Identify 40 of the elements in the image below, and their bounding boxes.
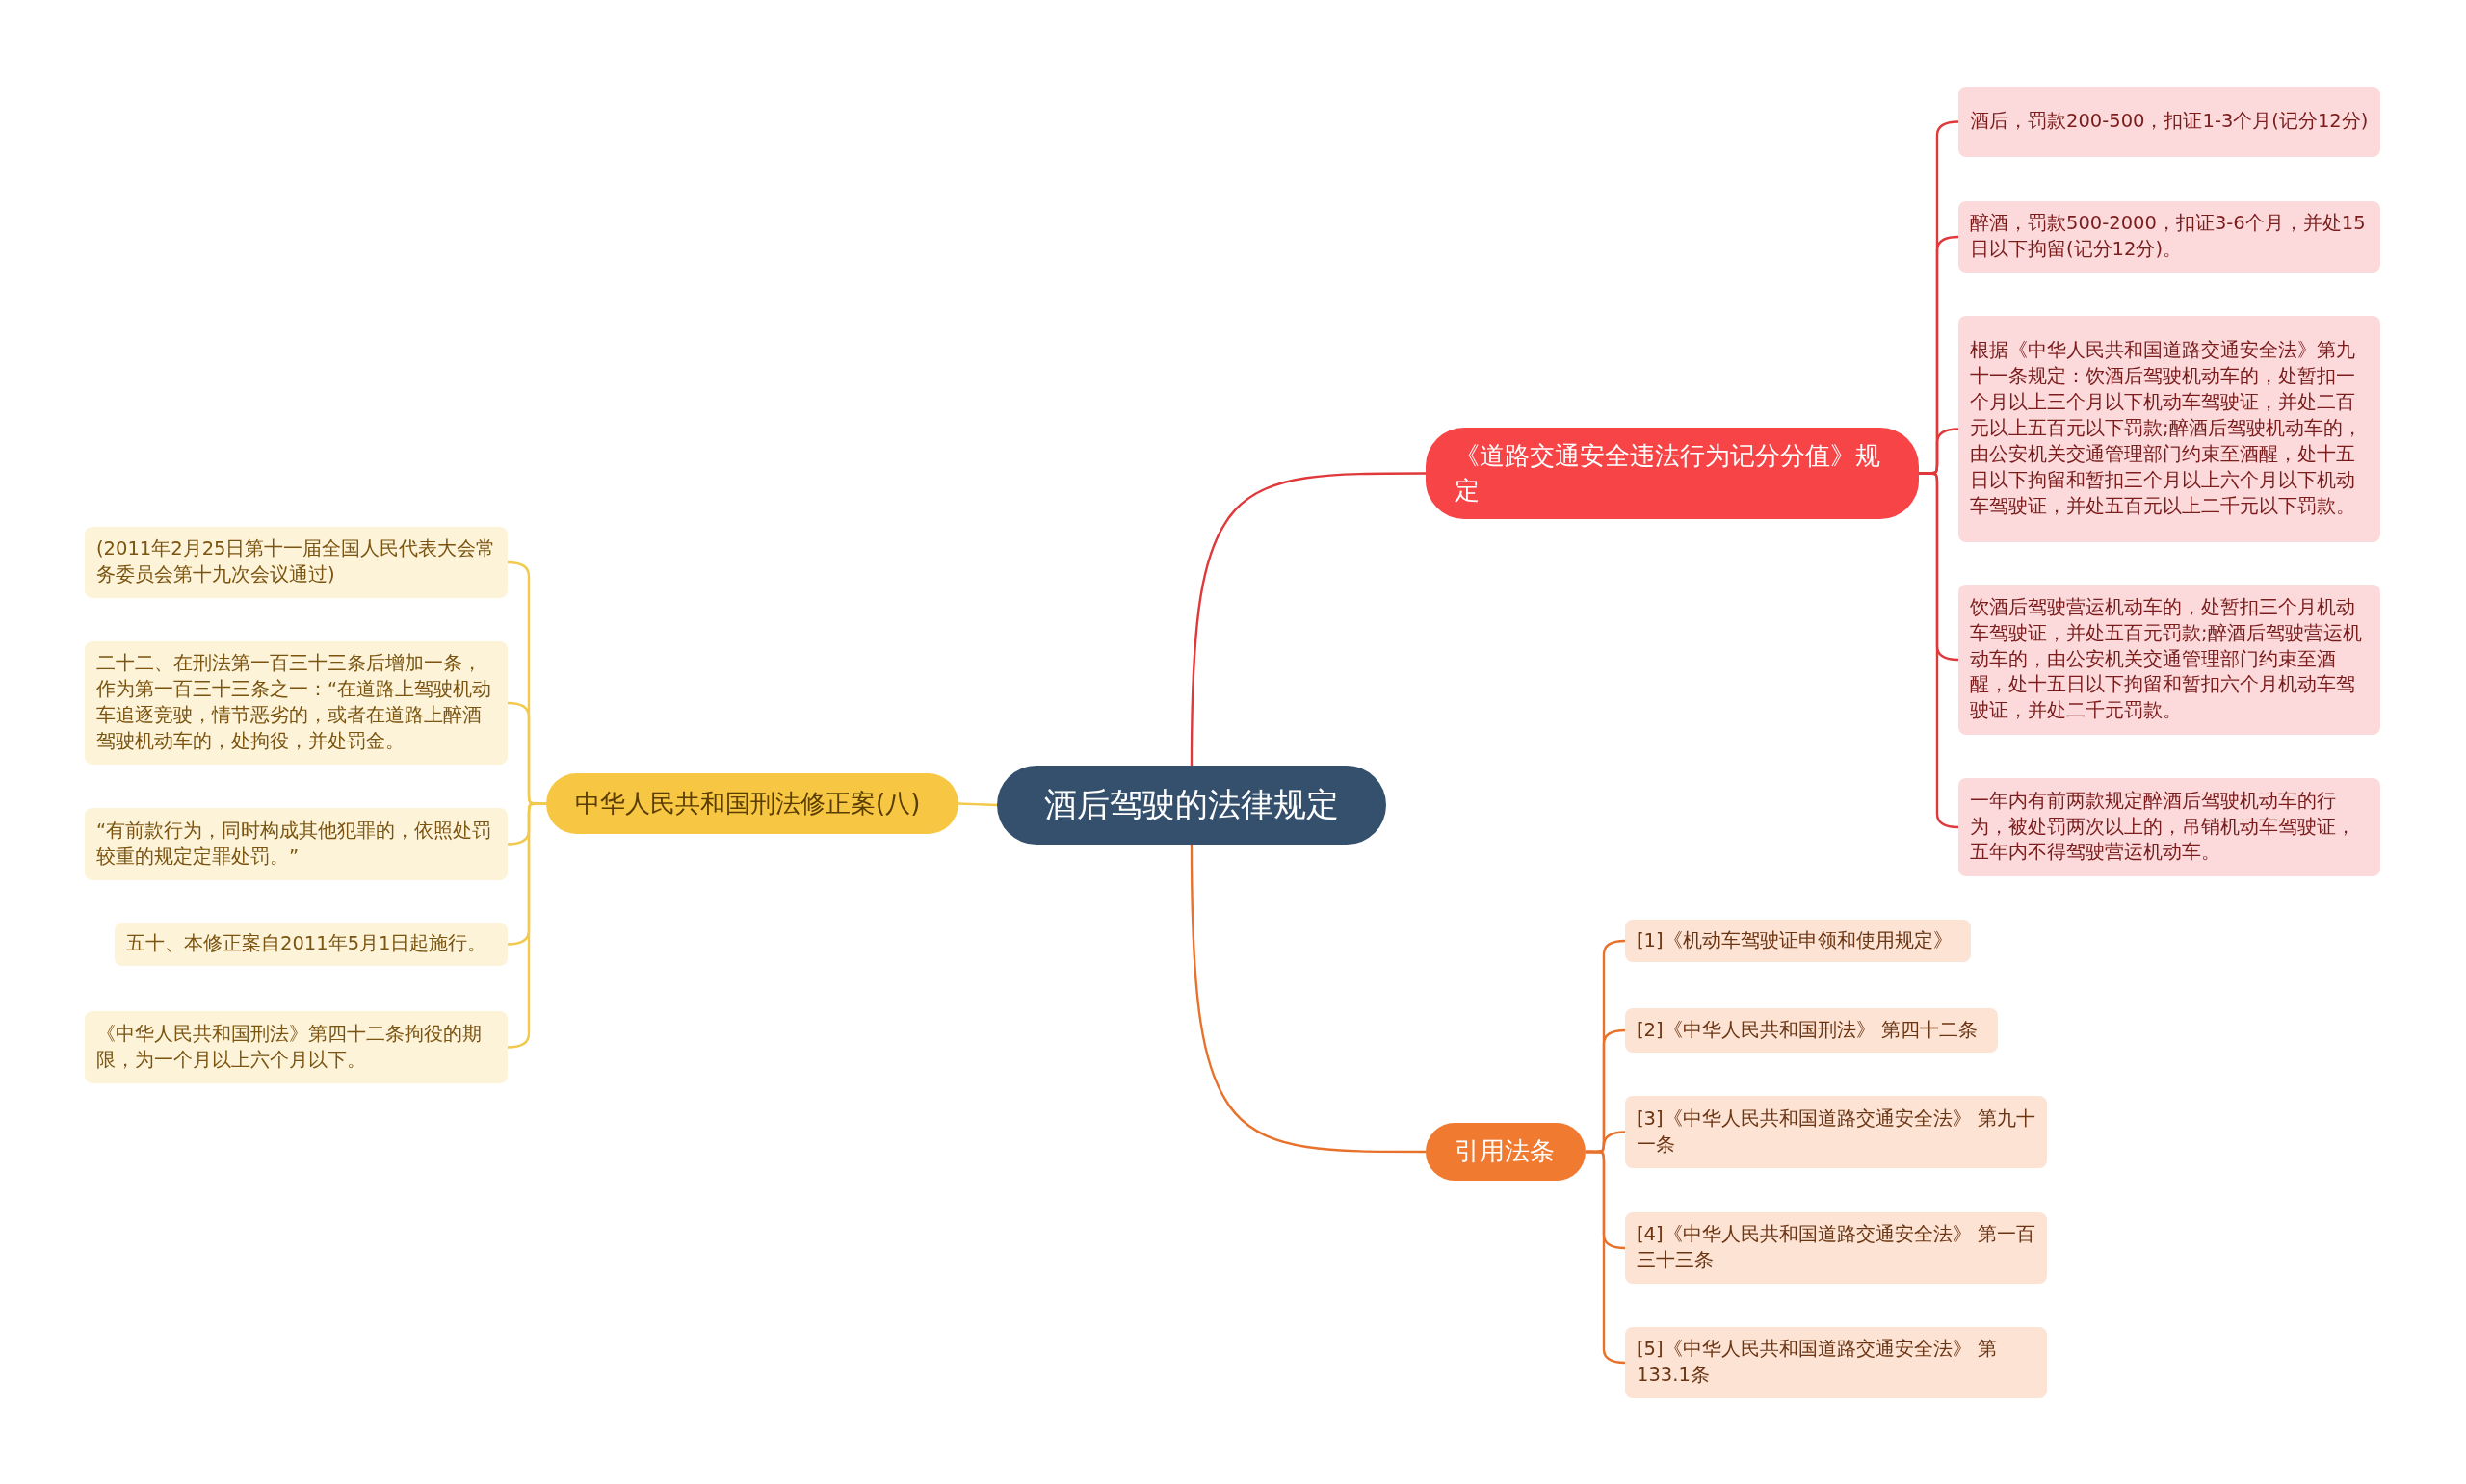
note-text: 饮酒后驾驶营运机动车的，处暂扣三个月机动车驾驶证，并处五百元罚款;醉酒后驾驶营运机动车的，由公安机关交通管理部门约束至酒醒，处十五日以下拘留和暂扣六个月机动车驾驶证，并处二千元罚款。 [1970, 594, 2363, 724]
leaf-note-box [1625, 1096, 2047, 1168]
connector-line [958, 802, 998, 807]
leaf-note-box [85, 641, 508, 765]
note-text: 醉酒，罚款500-2000，扣证3-6个月，并处15日以下拘留(记分12分)。 [1970, 211, 2367, 262]
connector-line [1919, 472, 1959, 829]
leaf-note-box [1625, 1008, 1998, 1053]
branch-topic-text: 中华人民共和国刑法修正案(八) [575, 787, 921, 820]
central-topic-text: 酒后驾驶的法律规定 [1044, 784, 1339, 825]
leaf-note-box [85, 808, 508, 880]
leaf-note-box [1958, 585, 2380, 735]
leaf-note-box [1958, 201, 2380, 273]
branch-topic-text: 《道路交通安全违法行为记分分值》规定 [1455, 440, 1881, 507]
leaf-note-box [1958, 316, 2380, 542]
branch-topic-box [1426, 428, 1919, 519]
note-text: [4]《中华人民共和国道路交通安全法》 第一百三十三条 [1637, 1222, 2035, 1273]
note-text: 一年内有前两款规定醉酒后驾驶机动车的行为，被处罚两次以上的，吊销机动车驾驶证，五年内不得驾驶营运机动车。 [1970, 788, 2356, 866]
leaf-note-box [115, 923, 508, 966]
note-text: 二十二、在刑法第一百三十三条后增加一条，作为第一百三十三条之一：“在道路上驾驶机动车追逐竞驶，情节恶劣的，或者在道路上醉酒驾驶机动车的，处拘役，并处罚金。 [96, 651, 493, 754]
leaf-note-box [85, 527, 508, 598]
leaf-note-box [85, 1011, 508, 1083]
branch-topic-text: 引用法条 [1455, 1135, 1555, 1168]
leaf-note-box [1625, 920, 1971, 962]
note-text: (2011年2月25日第十一届全国人民代表大会常务委员会第十九次会议通过) [96, 536, 496, 587]
note-text: [3]《中华人民共和国道路交通安全法》 第九十一条 [1637, 1106, 2035, 1158]
note-text: 五十、本修正案自2011年5月1日起施行。 [126, 931, 487, 957]
connector-line [1190, 845, 1426, 1154]
leaf-note-box [1625, 1327, 2047, 1398]
leaf-note-box [1625, 1212, 2047, 1284]
leaf-note-box [1958, 87, 2380, 157]
note-text: “有前款行为，同时构成其他犯罪的，依照处罚较重的规定定罪处罚。” [96, 818, 493, 870]
note-text: [2]《中华人民共和国刑法》 第四十二条 [1637, 1017, 1978, 1043]
note-text: [5]《中华人民共和国道路交通安全法》 第133.1条 [1637, 1337, 1998, 1388]
branch-topic-box [1426, 1123, 1586, 1181]
note-text: [1]《机动车驾驶证申领和使用规定》 [1637, 927, 1953, 953]
leaf-note-box [1958, 778, 2380, 876]
note-text: 酒后，罚款200-500，扣证1-3个月(记分12分) [1970, 109, 2369, 135]
connector-line [1190, 472, 1426, 766]
note-text: 根据《中华人民共和国道路交通安全法》第九十一条规定：饮酒后驾驶机动车的，处暂扣一个月以上三个月以下机动车驾驶证，并处二百元以上五百元以下罚款;醉酒后驾驶机动车的，由公安机关交通管理部门约束至酒醒，处十五日以下拘留和暂扣三个月以上六个月以下机动车驾驶证，并处五百元以上二千元以下罚款。 [1970, 338, 2363, 519]
note-text: 《中华人民共和国刑法》第四十二条拘役的期限，为一个月以上六个月以下。 [96, 1021, 483, 1073]
